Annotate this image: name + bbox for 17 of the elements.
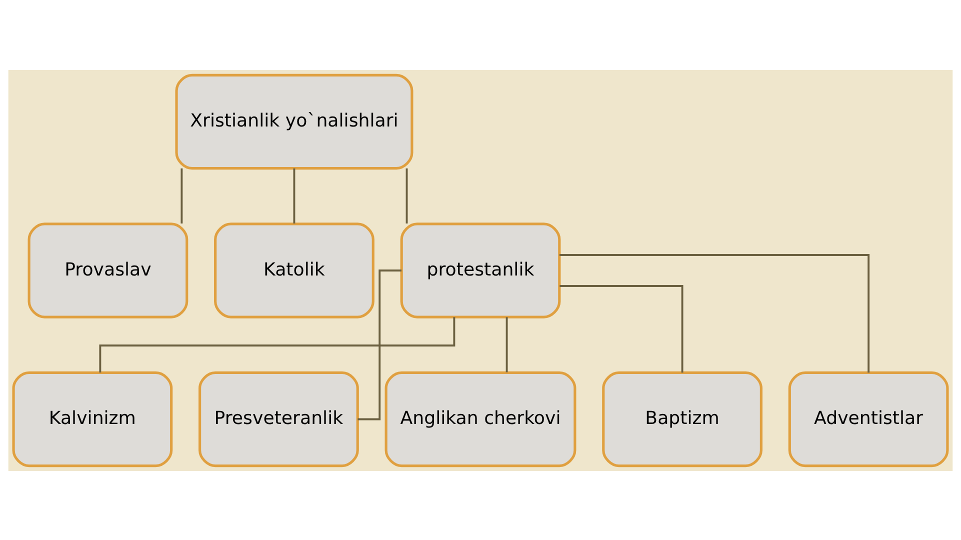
connector	[293, 168, 296, 223]
connector	[406, 168, 408, 223]
node-box: Katolik	[214, 222, 374, 318]
node-box: Provaslav	[28, 222, 188, 318]
connector	[180, 168, 183, 223]
node-box: Xristianlik yo`nalishlari	[175, 73, 414, 170]
node-box: Anglikan cherkovi	[384, 370, 576, 467]
node-box: protestanlik	[400, 222, 561, 318]
connector	[560, 254, 870, 372]
connector	[506, 316, 508, 372]
node-box: Adventistlar	[788, 370, 949, 467]
node-box: Baptizm	[602, 370, 762, 467]
node-box: Presveteranlik	[198, 370, 359, 467]
connector	[560, 284, 684, 372]
node-box: Kalvinizm	[12, 370, 173, 467]
connector	[358, 269, 402, 420]
connector	[99, 316, 456, 372]
